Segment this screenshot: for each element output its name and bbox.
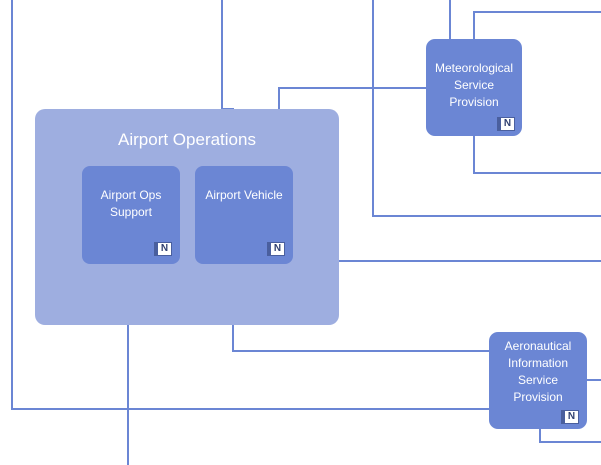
aeronautical-label: Aeronautical Information Service Provisi… xyxy=(504,339,572,404)
airport-operations-node[interactable]: Airport Operations Airport Ops Support N… xyxy=(35,109,339,325)
airport-ops-support-node[interactable]: Airport Ops Support N xyxy=(82,166,180,264)
n-badge-icon: N xyxy=(267,242,285,256)
meteorological-service-node[interactable]: Meteorological Service Provision N xyxy=(426,39,522,136)
airport-ops-support-label: Airport Ops Support xyxy=(100,188,162,219)
meteorological-label: Meteorological Service Provision xyxy=(434,61,514,109)
n-badge-icon: N xyxy=(497,117,515,131)
aeronautical-info-service-node[interactable]: Aeronautical Information Service Provisi… xyxy=(489,332,587,429)
connector-top-center xyxy=(221,0,234,110)
n-badge-icon: N xyxy=(561,410,579,424)
connector-ops-bottom xyxy=(232,325,490,352)
connector-met-right xyxy=(473,11,601,40)
airport-vehicle-node[interactable]: Airport Vehicle N xyxy=(195,166,293,264)
connector-to-meteorological xyxy=(278,87,427,109)
airport-operations-title: Airport Operations xyxy=(118,130,256,149)
connector-aero-bottom xyxy=(539,428,601,443)
connector-left-border xyxy=(11,0,490,410)
n-badge-icon: N xyxy=(154,242,172,256)
connector-mid-vertical xyxy=(372,0,601,217)
connector-met-bottom xyxy=(473,136,601,174)
airport-vehicle-label: Airport Vehicle xyxy=(205,188,283,202)
